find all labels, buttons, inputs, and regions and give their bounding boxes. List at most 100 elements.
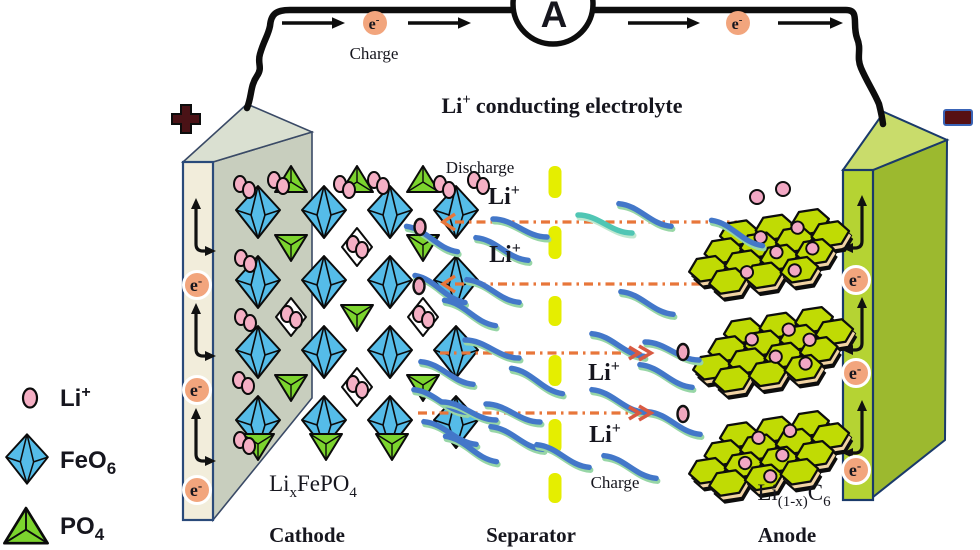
- li-ion-dot: [749, 189, 765, 205]
- electrolyte-title: Li+conducting electrolyte: [441, 92, 682, 118]
- li-ion-travelling: [412, 276, 426, 296]
- electrolyte-molecule: [617, 204, 674, 229]
- electrolyte-molecule-teal: [578, 215, 634, 236]
- electrolyte-molecule: [638, 365, 695, 390]
- separator-dash: [548, 419, 562, 453]
- charge-label-top: Charge: [350, 44, 399, 63]
- li-ion-dot: [739, 265, 755, 280]
- cathode-formula: LixFePO4: [269, 471, 357, 501]
- separator-dash: [548, 166, 562, 198]
- collector-arrows: [191, 195, 867, 466]
- po4-tetrahedron: [375, 433, 409, 461]
- separator-dash: [548, 226, 562, 259]
- li-ion-dot: [781, 322, 796, 337]
- li-ion-dot: [769, 245, 784, 260]
- li-ion-dot: [782, 423, 798, 438]
- li-ion-label: Li+: [489, 240, 521, 268]
- electrolyte-molecule: [535, 445, 592, 470]
- electron-badge: e-: [182, 270, 212, 300]
- ammeter-label: A: [541, 0, 568, 35]
- separator-dash: [548, 296, 562, 326]
- electron-label: e-: [849, 458, 861, 480]
- feo6-octahedron: [367, 325, 413, 379]
- electron-badge: e-: [182, 475, 212, 505]
- minus-terminal-icon: [943, 109, 973, 126]
- electrolyte-molecule: [646, 412, 703, 437]
- li-ion-legend-icon: [21, 387, 39, 409]
- graphite-clusters: [687, 181, 858, 504]
- li-ion-dot: [744, 332, 759, 347]
- electron-path-arrow: [842, 297, 867, 355]
- li-ion-dot: [775, 448, 790, 463]
- li-ion-dot: [798, 356, 813, 371]
- graphite-cluster: [687, 207, 854, 302]
- legend: Li+ FeO6 PO4: [3, 384, 116, 545]
- separator-dashes: [548, 166, 562, 503]
- li-ion-dot: [768, 349, 783, 364]
- electrolyte-molecule: [442, 300, 500, 328]
- li-ion-pair: [433, 175, 456, 199]
- electron-badge: e-: [363, 11, 387, 35]
- separator-dash: [548, 473, 562, 503]
- separator-dash: [548, 355, 562, 386]
- left-arrowhead-icon: [439, 274, 456, 294]
- po4-legend-icon: [3, 506, 49, 545]
- flow-arrow-icon: [282, 17, 345, 29]
- circuit-wire: A: [243, 0, 887, 128]
- electron-label: e-: [369, 14, 380, 33]
- electron-label: e-: [190, 378, 202, 400]
- electron-badge: e-: [841, 455, 871, 485]
- electron-flow-arrows: [282, 17, 843, 29]
- electron-path-arrow: [191, 198, 216, 256]
- li-ion-dot: [737, 455, 753, 471]
- po4-tetrahedron: [340, 304, 374, 332]
- li-ion-label: Li+: [588, 358, 620, 386]
- left-arrowhead-icon: [439, 212, 456, 232]
- li-ion-travelling: [413, 217, 427, 237]
- graphite-cluster: [691, 305, 858, 400]
- electron-label: e-: [190, 273, 202, 295]
- li-ion-dot: [775, 181, 791, 197]
- feo6-legend-icon: [5, 433, 49, 485]
- electron-label: e-: [849, 268, 861, 290]
- li-ion-travelling: [676, 404, 690, 424]
- po4-tetrahedron: [309, 433, 343, 461]
- flow-arrow-icon: [778, 17, 843, 29]
- ammeter: [510, 0, 596, 47]
- right-arrowhead-icon: [628, 404, 655, 422]
- anode-side-face: [872, 138, 949, 500]
- feo6-octahedron: [367, 255, 413, 309]
- plus-terminal-icon: [171, 104, 201, 134]
- electron-badge: e-: [841, 358, 871, 388]
- li-ion-labels: Li+Li+Li+Li+: [488, 182, 621, 448]
- cathode-label: Cathode: [269, 523, 345, 547]
- discharge-label: Discharge: [446, 158, 515, 177]
- li-ion-dot: [802, 332, 817, 347]
- graphite-cluster: [687, 409, 854, 504]
- electron-badge: e-: [182, 375, 212, 405]
- electron-path-arrow: [842, 195, 867, 253]
- li-ion-dot: [763, 469, 778, 484]
- electron-path-arrow: [191, 303, 216, 361]
- li-ion-dot: [751, 430, 766, 445]
- electron-path-arrow: [842, 400, 867, 458]
- flow-arrow-icon: [408, 17, 471, 29]
- ion-flow-heads: [412, 212, 690, 424]
- electron-label: e-: [849, 361, 861, 383]
- electron-badge: e-: [726, 11, 750, 35]
- legend-po4-label: PO4: [60, 513, 105, 544]
- charge-label-mid: Charge: [591, 473, 640, 492]
- electron-label: e-: [732, 14, 743, 33]
- li-ion-dot: [805, 241, 820, 256]
- separator-label: Separator: [486, 523, 576, 547]
- cathode-current-collector: [181, 160, 215, 522]
- li-ion-travelling: [676, 342, 690, 362]
- electron-badge: e-: [841, 265, 871, 295]
- anode-formula: Li(1-x)C6: [757, 480, 831, 510]
- li-ion-label: Li+: [488, 182, 520, 210]
- li-ion-dot: [790, 220, 805, 235]
- electron-badges: e-e-e-e-e-e-e-e-: [182, 11, 871, 505]
- right-arrowhead-icon: [628, 344, 655, 362]
